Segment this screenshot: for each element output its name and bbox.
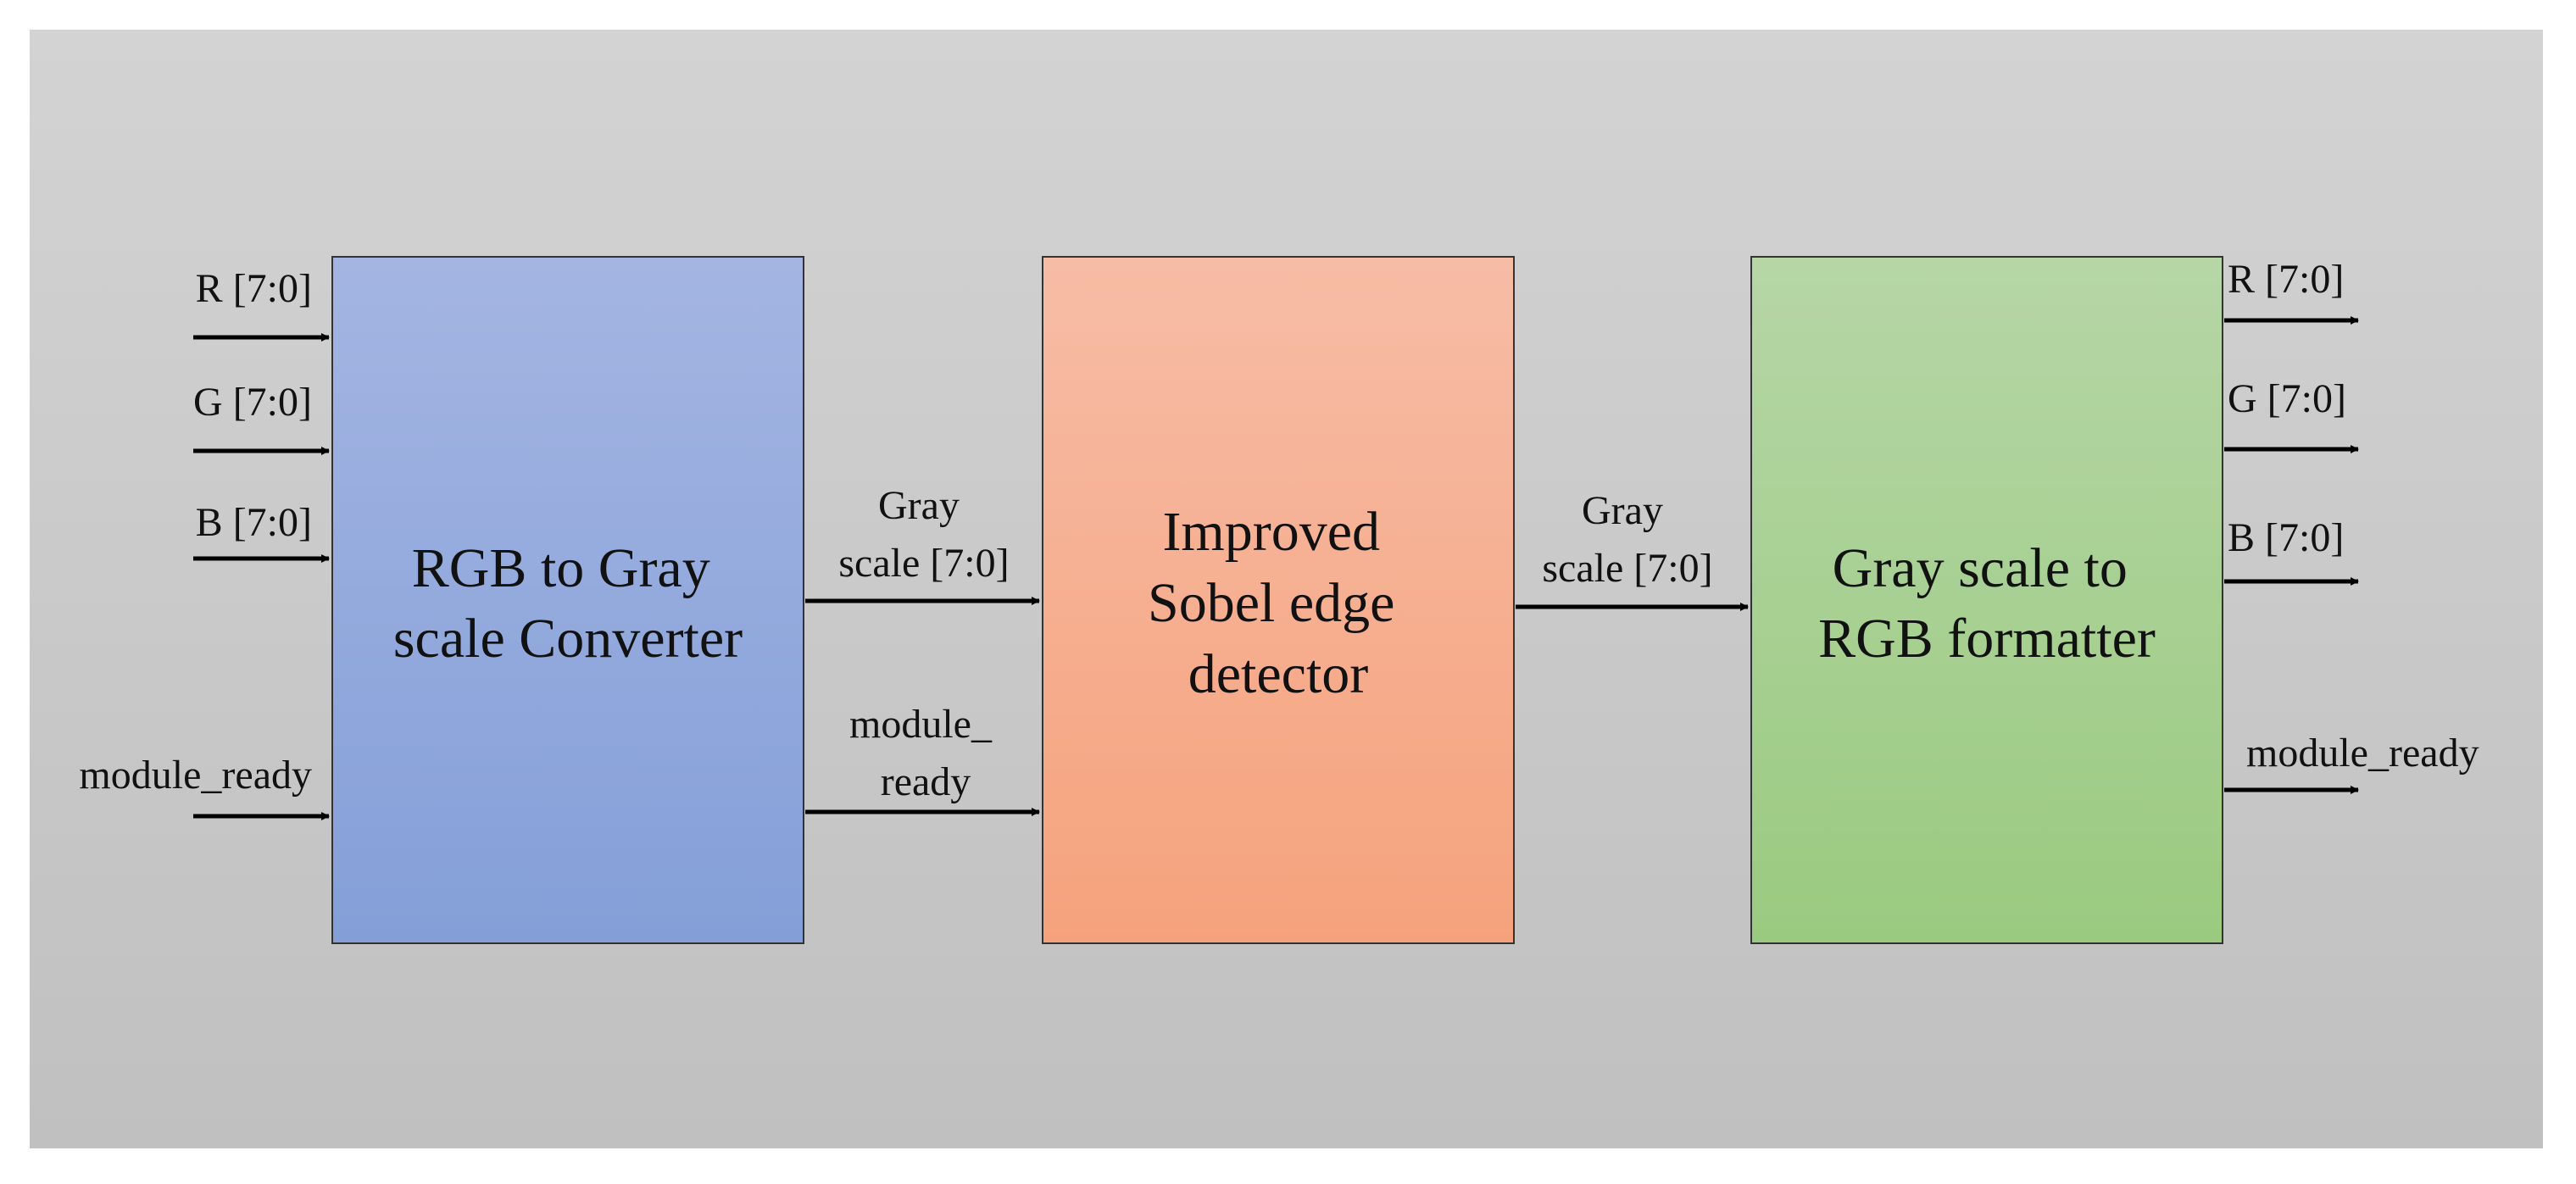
svg-text:Improved Sobel edge: Improved Sobel edge detector (1148, 501, 1409, 705)
output-b-label: B [7:0] (2228, 515, 2344, 560)
link-gray1-line2: scale [7:0] (838, 541, 1009, 586)
input-module-ready-label: module_ready (79, 753, 312, 798)
output-wires (2224, 316, 2359, 794)
formatter-box (1750, 256, 2223, 944)
link-ready1-line1: module_ (849, 702, 993, 747)
formatter-block: Gray scale to RGB formatter (1750, 256, 2223, 944)
detector-label-line2: Sobel edge (1148, 572, 1394, 634)
detector-box (1042, 256, 1515, 944)
link-gray1-line1: Gray (878, 483, 960, 528)
svg-text:Gray scale to RGB format: Gray scale to RGB formatter (1818, 537, 2156, 670)
link-wires (805, 597, 1749, 816)
link-gray2-line1: Gray (1582, 488, 1663, 533)
detector-label-line3: detector (1188, 643, 1369, 705)
converter-label-line1: RGB to Gray (412, 537, 710, 599)
detector-label-line1: Improved (1162, 501, 1380, 563)
output-g-label: G [7:0] (2228, 376, 2346, 421)
svg-text:module_ ready: module_ ready (849, 702, 1002, 804)
input-g-label: G [7:0] (193, 380, 312, 425)
formatter-label-line1: Gray scale to (1833, 537, 2128, 599)
input-r-label: R [7:0] (196, 266, 312, 311)
link-gray2-line2: scale [7:0] (1542, 546, 1712, 591)
converter-label-line2: scale Converter (393, 608, 743, 670)
converter-block: RGB to Gray scale Converter (331, 256, 804, 944)
link-ready1-line2: ready (881, 759, 971, 804)
svg-text:RGB to Gray scale Conver: RGB to Gray scale Converter (393, 537, 743, 670)
svg-text:Gray scale [7:0]: Gray scale [7:0] (838, 483, 1009, 586)
svg-text:Gray scale [7:0]: Gray scale [7:0] (1542, 488, 1712, 591)
converter-box (331, 256, 804, 944)
input-b-label: B [7:0] (196, 500, 312, 545)
output-module-ready-label: module_ready (2246, 731, 2479, 775)
formatter-label-line2: RGB formatter (1818, 608, 2156, 670)
detector-block: Improved Sobel edge detector (1042, 256, 1515, 944)
output-r-label: R [7:0] (2228, 257, 2344, 302)
input-wires (193, 333, 330, 820)
